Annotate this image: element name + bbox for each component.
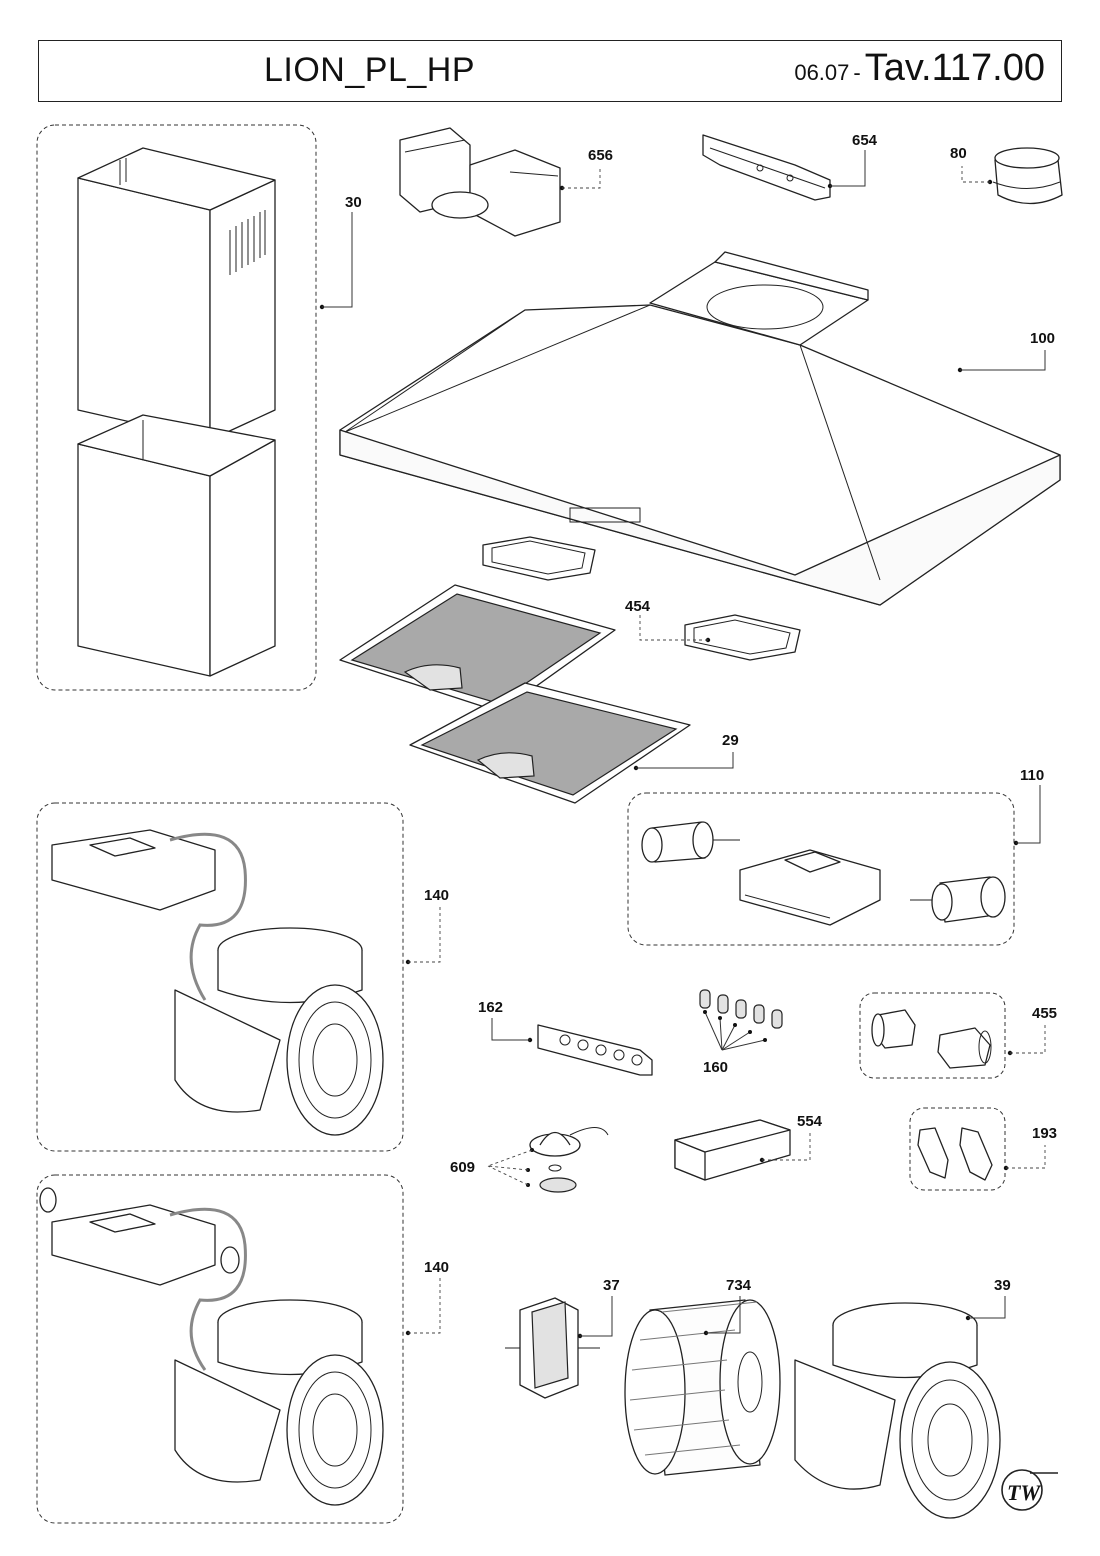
revision-date: 06.07 [794,60,850,85]
model-title: LION_PL_HP [264,51,475,89]
revision-separator: - [853,60,861,85]
logo-text: TW [1007,1480,1041,1505]
chimney-group-frame [36,124,317,691]
label-hood-body: 100 [1030,330,1055,347]
fastener-clips-part[interactable]: 193 [909,1107,1057,1191]
lamp-group-frame [627,792,1015,946]
label-lamp-assembly: 110 [1020,767,1044,784]
label-duct-adapter: 656 [588,147,613,164]
title-block: LION_PL_HP 06.07-Tav.117.00 [38,40,1062,102]
motor-assembly-bottom-part[interactable]: 140 [36,1174,449,1524]
motor-housing-part[interactable]: 39 [794,1277,1011,1519]
chimney-group[interactable]: 30 [36,124,362,691]
label-motor: 37 [603,1277,620,1294]
table-number: Tav.117.00 [864,47,1045,89]
label-fastener-clips: 193 [1032,1125,1057,1142]
hood-body-part[interactable]: 100 [339,251,1061,606]
motor-assembly-top-part[interactable]: 140 [36,802,449,1152]
motor-bottom-group-frame [36,1174,404,1524]
clips-group-frame [909,1107,1006,1191]
label-grease-filter: 29 [722,732,739,749]
motor-part[interactable]: 37 [505,1277,620,1399]
impeller-part[interactable]: 734 [624,1277,781,1476]
lamp-holder-part[interactable]: 455 [859,992,1057,1079]
label-halogen-lamp: 609 [450,1159,475,1176]
lamp-assembly-part[interactable]: 110 [627,767,1044,946]
lamp-holder-group-frame [859,992,1006,1079]
motor-top-group-frame [36,802,404,1152]
tw-brand-logo: TW [1001,1469,1058,1511]
label-motor-assembly-top: 140 [424,887,449,904]
label-filter-clip: 454 [625,598,651,615]
label-transformer: 554 [797,1113,823,1130]
duct-adapter-part[interactable]: 656 [399,127,613,237]
revision-info: 06.07-Tav.117.00 [794,47,1045,90]
transformer-part[interactable]: 554 [674,1113,823,1181]
bracket-part[interactable]: 654 [702,132,878,201]
label-lamp-holder: 455 [1032,1005,1057,1022]
control-panel-part[interactable]: 162 [478,999,653,1076]
label-chimney: 30 [345,194,362,211]
label-knobs: 160 [703,1059,728,1076]
label-collar: 80 [950,145,967,162]
label-control-panel: 162 [478,999,503,1016]
knobs-part[interactable]: 160 [699,989,783,1076]
label-bracket: 654 [852,132,878,149]
grease-filter-part[interactable]: 29 [339,584,739,804]
label-impeller: 734 [726,1277,752,1294]
collar-part[interactable]: 80 [950,145,1063,205]
filter-clip-part[interactable]: 454 [482,536,801,661]
label-motor-housing: 39 [994,1277,1011,1294]
halogen-lamp-part[interactable]: 609 [450,1127,609,1193]
label-motor-assembly-bottom: 140 [424,1259,449,1276]
